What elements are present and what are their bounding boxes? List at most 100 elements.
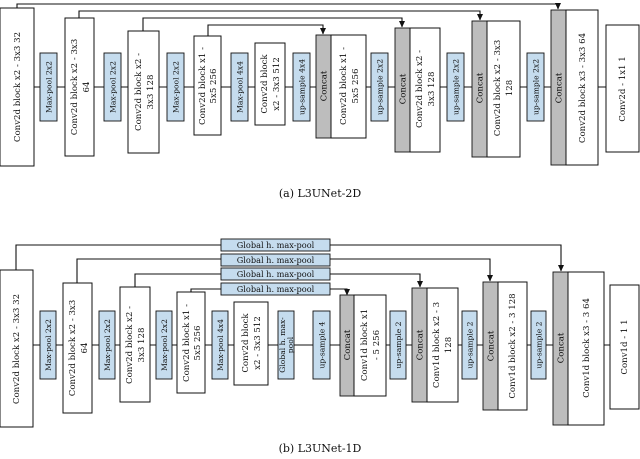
- svg-text:up-sample 2: up-sample 2: [394, 321, 403, 368]
- svg-text:x2 - 3x3 512: x2 - 3x3 512: [253, 316, 263, 370]
- global-max-pool-1: Global h. max-pool: [220, 238, 331, 252]
- diagram-l3unet-2d: Conv2d block x2 - 3x3 32 Max-pool 2x2 Co…: [0, 3, 640, 200]
- decoder-block-4: Conv2d block x3 - 3x3 64: [565, 9, 599, 166]
- svg-text:Conv2d block x2 -: Conv2d block x2 -: [134, 53, 144, 131]
- svg-text:64: 64: [82, 81, 92, 92]
- decoder-block-2: Conv2d block x2 - 3x3 128: [409, 27, 441, 153]
- concat-4: Concat: [552, 271, 569, 426]
- max-pool-2: Max-pool 2x2: [103, 52, 122, 122]
- svg-text:3x3 128: 3x3 128: [427, 72, 437, 107]
- svg-text:Conv2d block x2 - 3x3: Conv2d block x2 - 3x3: [70, 39, 80, 135]
- svg-text:Concat: Concat: [476, 72, 486, 103]
- encoder-block-1: Conv2d block x2 - 3x3 32: [0, 269, 34, 428]
- svg-text:Global h. max-pool: Global h. max-pool: [237, 255, 315, 265]
- up-sample-1: up-sample 4: [312, 310, 331, 380]
- svg-text:Concat: Concat: [343, 329, 353, 360]
- max-pool-1: Max-pool 2x2: [39, 310, 57, 380]
- svg-text:pool: pool: [286, 336, 295, 353]
- svg-text:Conv2d block: Conv2d block: [260, 54, 270, 114]
- diagram-l3unet-1d: Global h. max-pool Global h. max-pool Gl…: [0, 238, 640, 455]
- svg-text:x2 - 3x3 512: x2 - 3x3 512: [272, 57, 282, 111]
- svg-text:Max-pool 4x4: Max-pool 4x4: [216, 319, 225, 371]
- svg-text:Global h. max-: Global h. max-: [278, 317, 287, 373]
- svg-text:Concat: Concat: [487, 330, 497, 361]
- global-max-pool-2: Global h. max-pool: [220, 253, 331, 267]
- max-pool-1: Max-pool 2x2: [39, 52, 58, 122]
- svg-text:Global h. max-pool: Global h. max-pool: [237, 284, 315, 294]
- encoder-block-4: Conv2d block x1 - 5x5 256: [193, 35, 222, 136]
- up-sample-3: up-sample 2x2: [446, 52, 465, 122]
- encoder-block-3: Conv2d block x2 - 3x3 128: [119, 286, 151, 403]
- svg-text:Conv2d block x3 - 3x3 64: Conv2d block x3 - 3x3 64: [578, 32, 588, 143]
- svg-text:128: 128: [444, 337, 454, 353]
- svg-text:128: 128: [505, 80, 515, 96]
- svg-text:Max-pool 2x2: Max-pool 2x2: [44, 319, 53, 371]
- svg-text:Conv2d block x2 - 3x3: Conv2d block x2 - 3x3: [68, 300, 78, 396]
- svg-text:Global h. max-pool: Global h. max-pool: [237, 240, 315, 250]
- svg-text:5x5 256: 5x5 256: [209, 69, 219, 104]
- svg-text:5x5 256: 5x5 256: [351, 69, 361, 104]
- up-sample-2: up-sample 2: [389, 310, 407, 380]
- decoder-block-1: Conv1d block x1 - 5 256: [353, 294, 387, 397]
- svg-text:Conv1d block x3 - 3 64: Conv1d block x3 - 3 64: [582, 298, 592, 398]
- svg-text:Max-pool 2x2: Max-pool 2x2: [160, 319, 169, 371]
- max-pool-4: Max-pool 4x4: [211, 310, 229, 380]
- svg-text:Max-pool 2x2: Max-pool 2x2: [103, 319, 112, 371]
- encoder-block-1: Conv2d block x2 - 3x3 32: [0, 7, 35, 167]
- up-sample-1: up-sample 4x4: [292, 52, 311, 122]
- skip-connections-a: [16, 3, 561, 37]
- svg-text:Conv2d block x2 - 3x3: Conv2d block x2 - 3x3: [493, 40, 503, 136]
- skip-connection-arrow: [16, 3, 561, 10]
- svg-text:Concat: Concat: [555, 72, 565, 103]
- decoder-block-3: Conv1d block x2 - 3 128: [497, 281, 528, 411]
- svg-text:Conv2d block x2 - 3x3 32: Conv2d block x2 - 3x3 32: [12, 294, 22, 404]
- decoder-block-3: Conv2d block x2 - 3x3 128: [486, 20, 521, 158]
- svg-text:Concat: Concat: [557, 332, 567, 363]
- svg-text:Conv2d block x2 -: Conv2d block x2 -: [125, 306, 135, 384]
- svg-text:Concat: Concat: [416, 329, 426, 360]
- encoder-block-5: Conv2d block x2 - 3x3 512: [233, 301, 269, 386]
- svg-text:Concat: Concat: [399, 73, 409, 104]
- global-max-pool-4: Global h. max-pool: [220, 282, 331, 296]
- svg-text:up-sample 2: up-sample 2: [466, 321, 475, 368]
- encoder-block-3: Conv2d block x2 - 3x3 128: [127, 30, 160, 154]
- concat-3: Concat: [471, 20, 488, 158]
- svg-text:3x3 128: 3x3 128: [146, 75, 156, 110]
- svg-text:up-sample 2x2: up-sample 2x2: [452, 59, 461, 115]
- concat-2: Concat: [411, 287, 428, 403]
- svg-text:up-sample 2x2: up-sample 2x2: [532, 59, 541, 115]
- svg-text:Max-pool 4x4: Max-pool 4x4: [236, 61, 245, 113]
- skip-connection-arrow: [207, 24, 326, 37]
- max-pool-2: Max-pool 2x2: [98, 310, 116, 380]
- svg-text:Conv2d block: Conv2d block: [241, 313, 251, 373]
- svg-text:up-sample 4: up-sample 4: [318, 321, 327, 368]
- svg-text:- 5 256: - 5 256: [372, 330, 382, 360]
- svg-text:up-sample 4x4: up-sample 4x4: [298, 59, 307, 115]
- svg-text:up-sample 2: up-sample 2: [535, 321, 544, 368]
- svg-text:Global h. max-pool: Global h. max-pool: [237, 269, 315, 279]
- encoder-block-2: Conv2d block x2 - 3x3 64: [62, 282, 93, 414]
- global-max-pool-3: Global h. max-pool: [220, 267, 331, 281]
- concat-2: Concat: [394, 27, 411, 153]
- encoder-block-2: Conv2d block x2 - 3x3 64: [64, 17, 95, 157]
- svg-text:Conv2d - 1x1 1: Conv2d - 1x1 1: [618, 56, 628, 121]
- up-sample-3: up-sample 2: [461, 310, 478, 380]
- concat-1: Concat: [339, 294, 355, 397]
- decoder-block-2: Conv1d block x2 - 3 128: [426, 287, 459, 403]
- svg-text:Conv1d block x2 - 3 128: Conv1d block x2 - 3 128: [508, 293, 518, 398]
- decoder-block-4: Conv1d block x3 - 3 64: [567, 271, 605, 426]
- svg-text:Conv2d block x2 -: Conv2d block x2 -: [415, 50, 425, 128]
- svg-text:Conv1d block x1: Conv1d block x1: [360, 309, 370, 381]
- max-pool-3: Max-pool 2x2: [155, 310, 173, 380]
- max-pool-3: Max-pool 2x2: [166, 52, 185, 122]
- svg-text:Max-pool 2x2: Max-pool 2x2: [172, 61, 181, 113]
- concat-3: Concat: [482, 281, 499, 411]
- svg-text:Conv2d block x1 -: Conv2d block x1 -: [339, 47, 349, 125]
- final-conv-block: Conv2d - 1x1 1: [605, 24, 640, 153]
- decoder-block-1: Conv2d block x1 - 5x5 256: [330, 34, 367, 139]
- encoder-block-4: Conv2d block x1 - 5x5 256: [176, 291, 206, 394]
- svg-text:Conv2d block x1 -: Conv2d block x1 -: [182, 304, 192, 382]
- up-sample-4: up-sample 2: [530, 310, 547, 380]
- svg-text:Max-pool 2x2: Max-pool 2x2: [45, 61, 54, 113]
